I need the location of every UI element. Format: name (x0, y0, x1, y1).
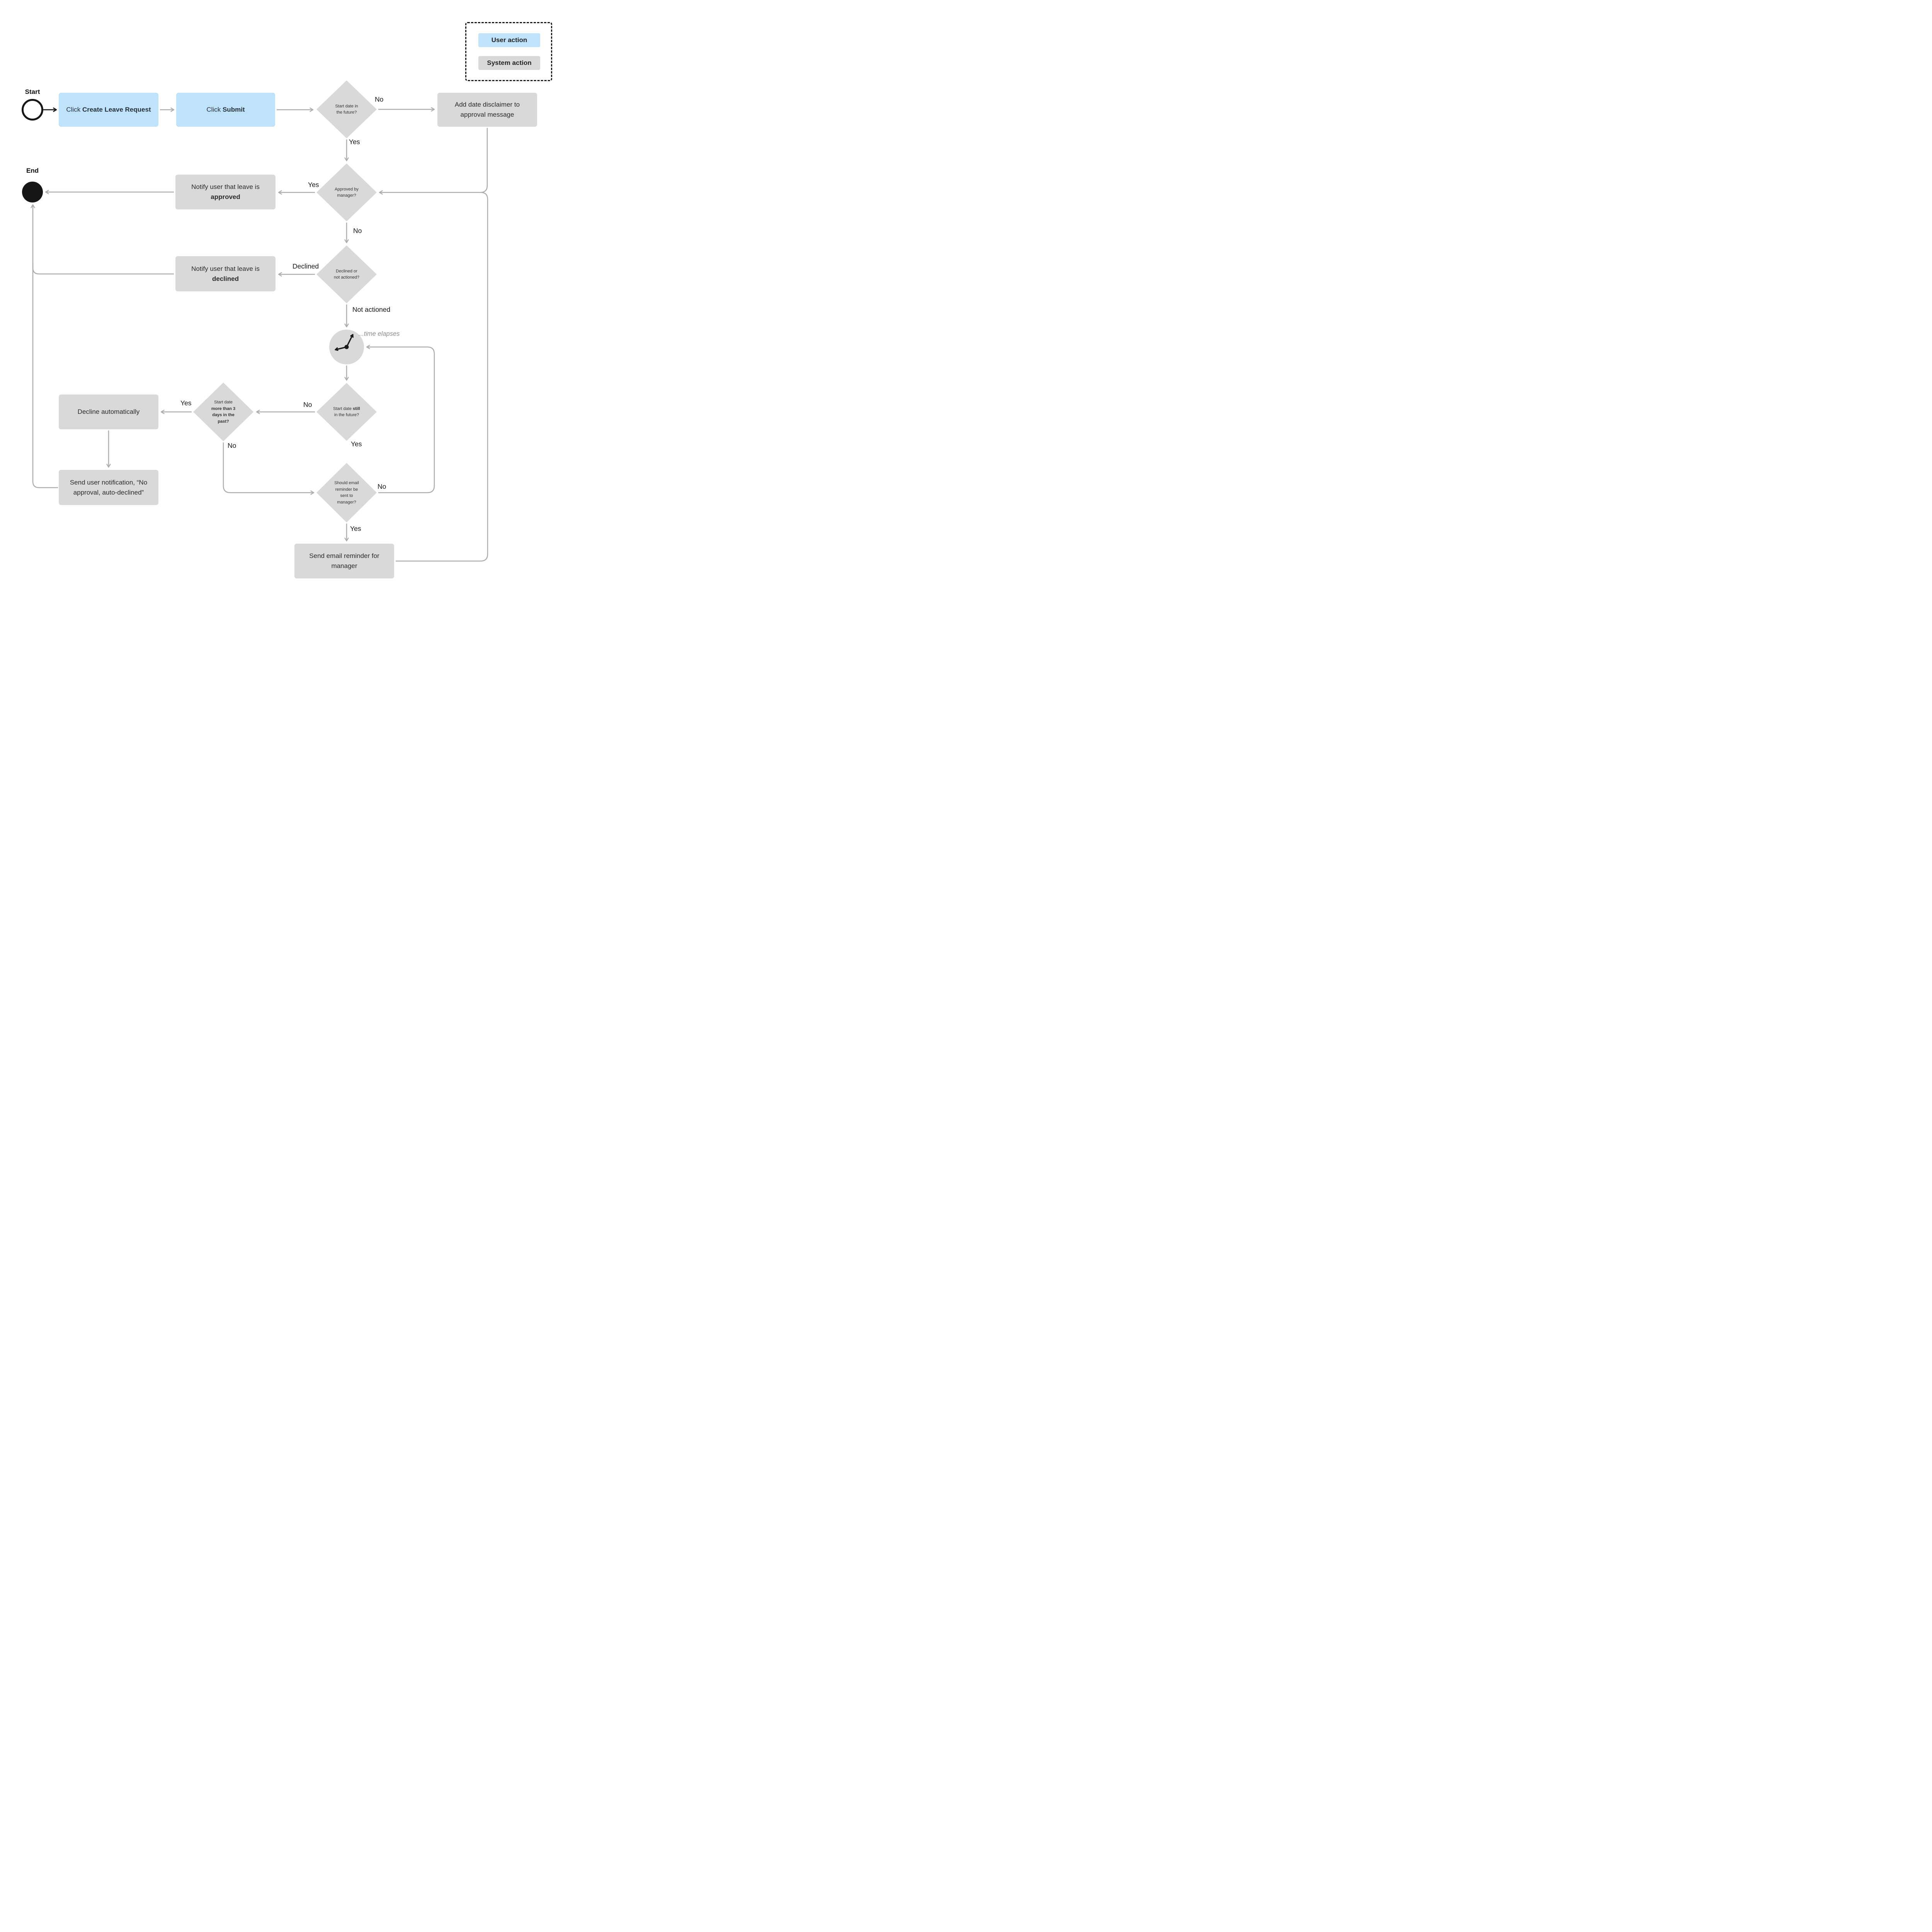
decision-should-email-reminder: Should email reminder be sent to manager… (316, 463, 377, 522)
decision-start-date-in-future: Start date in the future? (316, 80, 377, 138)
decision-text: sent to (340, 493, 353, 498)
node-text: Decline automatically (77, 408, 140, 415)
node-decline-automatically: Decline automatically (59, 395, 158, 429)
node-send-user-notification: Send user notification, “No approval, au… (59, 470, 158, 505)
edge-label-not-actioned: Not actioned (352, 306, 391, 313)
node-click-create-leave-request: Click Create Leave Request (59, 93, 158, 127)
edge-label-no-5: No (378, 483, 386, 490)
decision-text: the future? (336, 110, 357, 115)
node-text: manager (331, 562, 357, 570)
start-node (22, 99, 43, 121)
edge-notification-to-end (32, 263, 58, 488)
edge-label-declined: Declined (293, 262, 319, 270)
node-text: Click (66, 106, 82, 113)
decision-start-date-still-in-future: Start date still in the future? (316, 383, 377, 441)
decision-text-bold: still (352, 406, 360, 411)
node-text-bold: approved (211, 193, 240, 201)
edge-decision6-no-loop (366, 345, 435, 493)
decision-text: Start date in (335, 104, 358, 109)
node-notify-approved: Notify user that leave is approved (175, 175, 276, 209)
decision-declined-or-not-actioned: Declined or not actioned? (316, 245, 377, 303)
decision-text: Declined or (336, 269, 357, 274)
edge-label-yes-3: Yes (180, 399, 192, 407)
node-text: Notify user that leave is (191, 183, 260, 190)
edge-label-no-2: No (353, 227, 362, 235)
node-click-submit: Click Submit (176, 93, 275, 127)
edge-label-no-1: No (375, 95, 384, 103)
node-text-bold: declined (212, 275, 239, 282)
edge-decision5-no (223, 442, 315, 495)
decision-start-date-more-than-3-days-past: Start date more than 3 days in the past? (193, 383, 253, 441)
legend-user-action-chip: User action (478, 33, 540, 47)
node-text: Click (206, 106, 223, 113)
decision-text-bold: more than 3 (211, 406, 236, 411)
edge-declined-to-end (31, 204, 174, 275)
edge-label-no-3: No (303, 401, 312, 408)
time-elapses-label: ...time elapses (359, 330, 400, 337)
decision-text: Approved by (335, 187, 359, 192)
node-text: Send email reminder for (309, 552, 379, 560)
node-text: Add date disclaimer to (454, 101, 520, 108)
legend: User action System action (465, 22, 552, 81)
end-label: End (26, 167, 39, 174)
decision-text: Should email (334, 481, 359, 485)
node-send-email-reminder: Send email reminder for manager (294, 544, 394, 578)
edge-label-yes-2: Yes (308, 181, 319, 189)
edge-label-yes-4: Yes (351, 440, 362, 448)
node-text: approval, auto-declined” (73, 488, 144, 496)
decision-text-bold: past? (218, 419, 229, 424)
node-text: approval message (460, 111, 514, 118)
decision-text: in the future? (334, 413, 359, 417)
decision-text: manager? (337, 500, 356, 505)
legend-system-action-chip: System action (478, 56, 540, 70)
node-text: Notify user that leave is (191, 265, 260, 272)
decision-text: Start date (333, 406, 353, 411)
legend-system-action-label: System action (487, 59, 532, 66)
decision-approved-by-manager: Approved by manager? (316, 163, 377, 221)
node-notify-declined: Notify user that leave is declined (175, 256, 276, 291)
decision-text: Start date (214, 400, 233, 405)
flowchart-canvas: User action System action Start End Clic… (0, 0, 566, 599)
edge-email-loop-up (396, 192, 488, 562)
node-text-bold: Submit (222, 106, 245, 113)
legend-user-action-label: User action (491, 36, 527, 44)
connectors-layer (31, 107, 488, 562)
start-label: Start (25, 88, 40, 95)
decision-text: reminder be (335, 487, 358, 492)
edge-disclaimer-down (480, 128, 488, 193)
node-add-date-disclaimer: Add date disclaimer to approval message (437, 93, 537, 127)
edge-label-no-4: No (228, 442, 236, 449)
clock-icon (329, 330, 364, 364)
decision-text-bold: days in the (212, 413, 235, 417)
edge-label-yes-5: Yes (350, 525, 361, 532)
node-text: Send user notification, “No (70, 478, 148, 486)
decision-text: manager? (337, 193, 356, 198)
edge-label-yes-1: Yes (349, 138, 360, 146)
node-text-bold: Create Leave Request (82, 106, 151, 113)
decision-text: not actioned? (333, 275, 360, 280)
end-node (22, 182, 43, 202)
